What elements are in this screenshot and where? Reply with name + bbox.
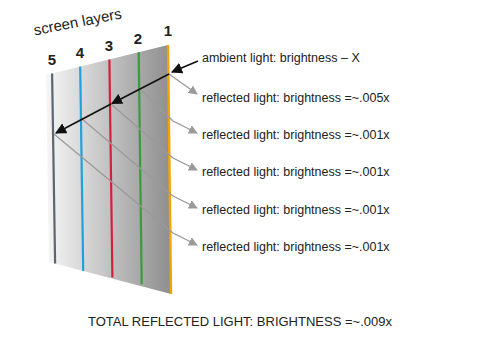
incident-ray <box>56 104 111 133</box>
ray-label: reflected light: brightness =~.001x <box>202 127 390 143</box>
ambient-ray <box>172 61 198 72</box>
reflected-ray <box>111 104 197 170</box>
incident-ray <box>112 74 169 104</box>
layer-number: 4 <box>76 45 84 61</box>
reflected-ray <box>140 89 197 133</box>
caption: TOTAL REFLECTED LIGHT: BRIGHTNESS =~.009… <box>88 314 392 330</box>
axis-title: screen layers <box>33 6 124 39</box>
ray-label: reflected light: brightness =~.001x <box>202 239 390 255</box>
ray-label: reflected light: brightness =~.005x <box>202 90 390 106</box>
layer-number: 3 <box>105 38 113 54</box>
layer-number: 5 <box>48 52 56 68</box>
layer-line <box>52 74 55 264</box>
layer-number: 1 <box>164 23 172 39</box>
layer-line <box>168 45 171 294</box>
ray-label: reflected light: brightness =~.001x <box>202 164 390 180</box>
ray-label: reflected light: brightness =~.001x <box>202 202 390 218</box>
layer-number: 2 <box>134 31 142 47</box>
reflected-ray <box>169 74 197 94</box>
layer-line <box>80 67 83 271</box>
screen-body <box>46 45 171 294</box>
reflected-ray <box>82 119 197 208</box>
layer-line <box>109 59 112 277</box>
ray-label: ambient light: brightness – X <box>202 50 360 66</box>
reflected-ray <box>54 134 197 245</box>
